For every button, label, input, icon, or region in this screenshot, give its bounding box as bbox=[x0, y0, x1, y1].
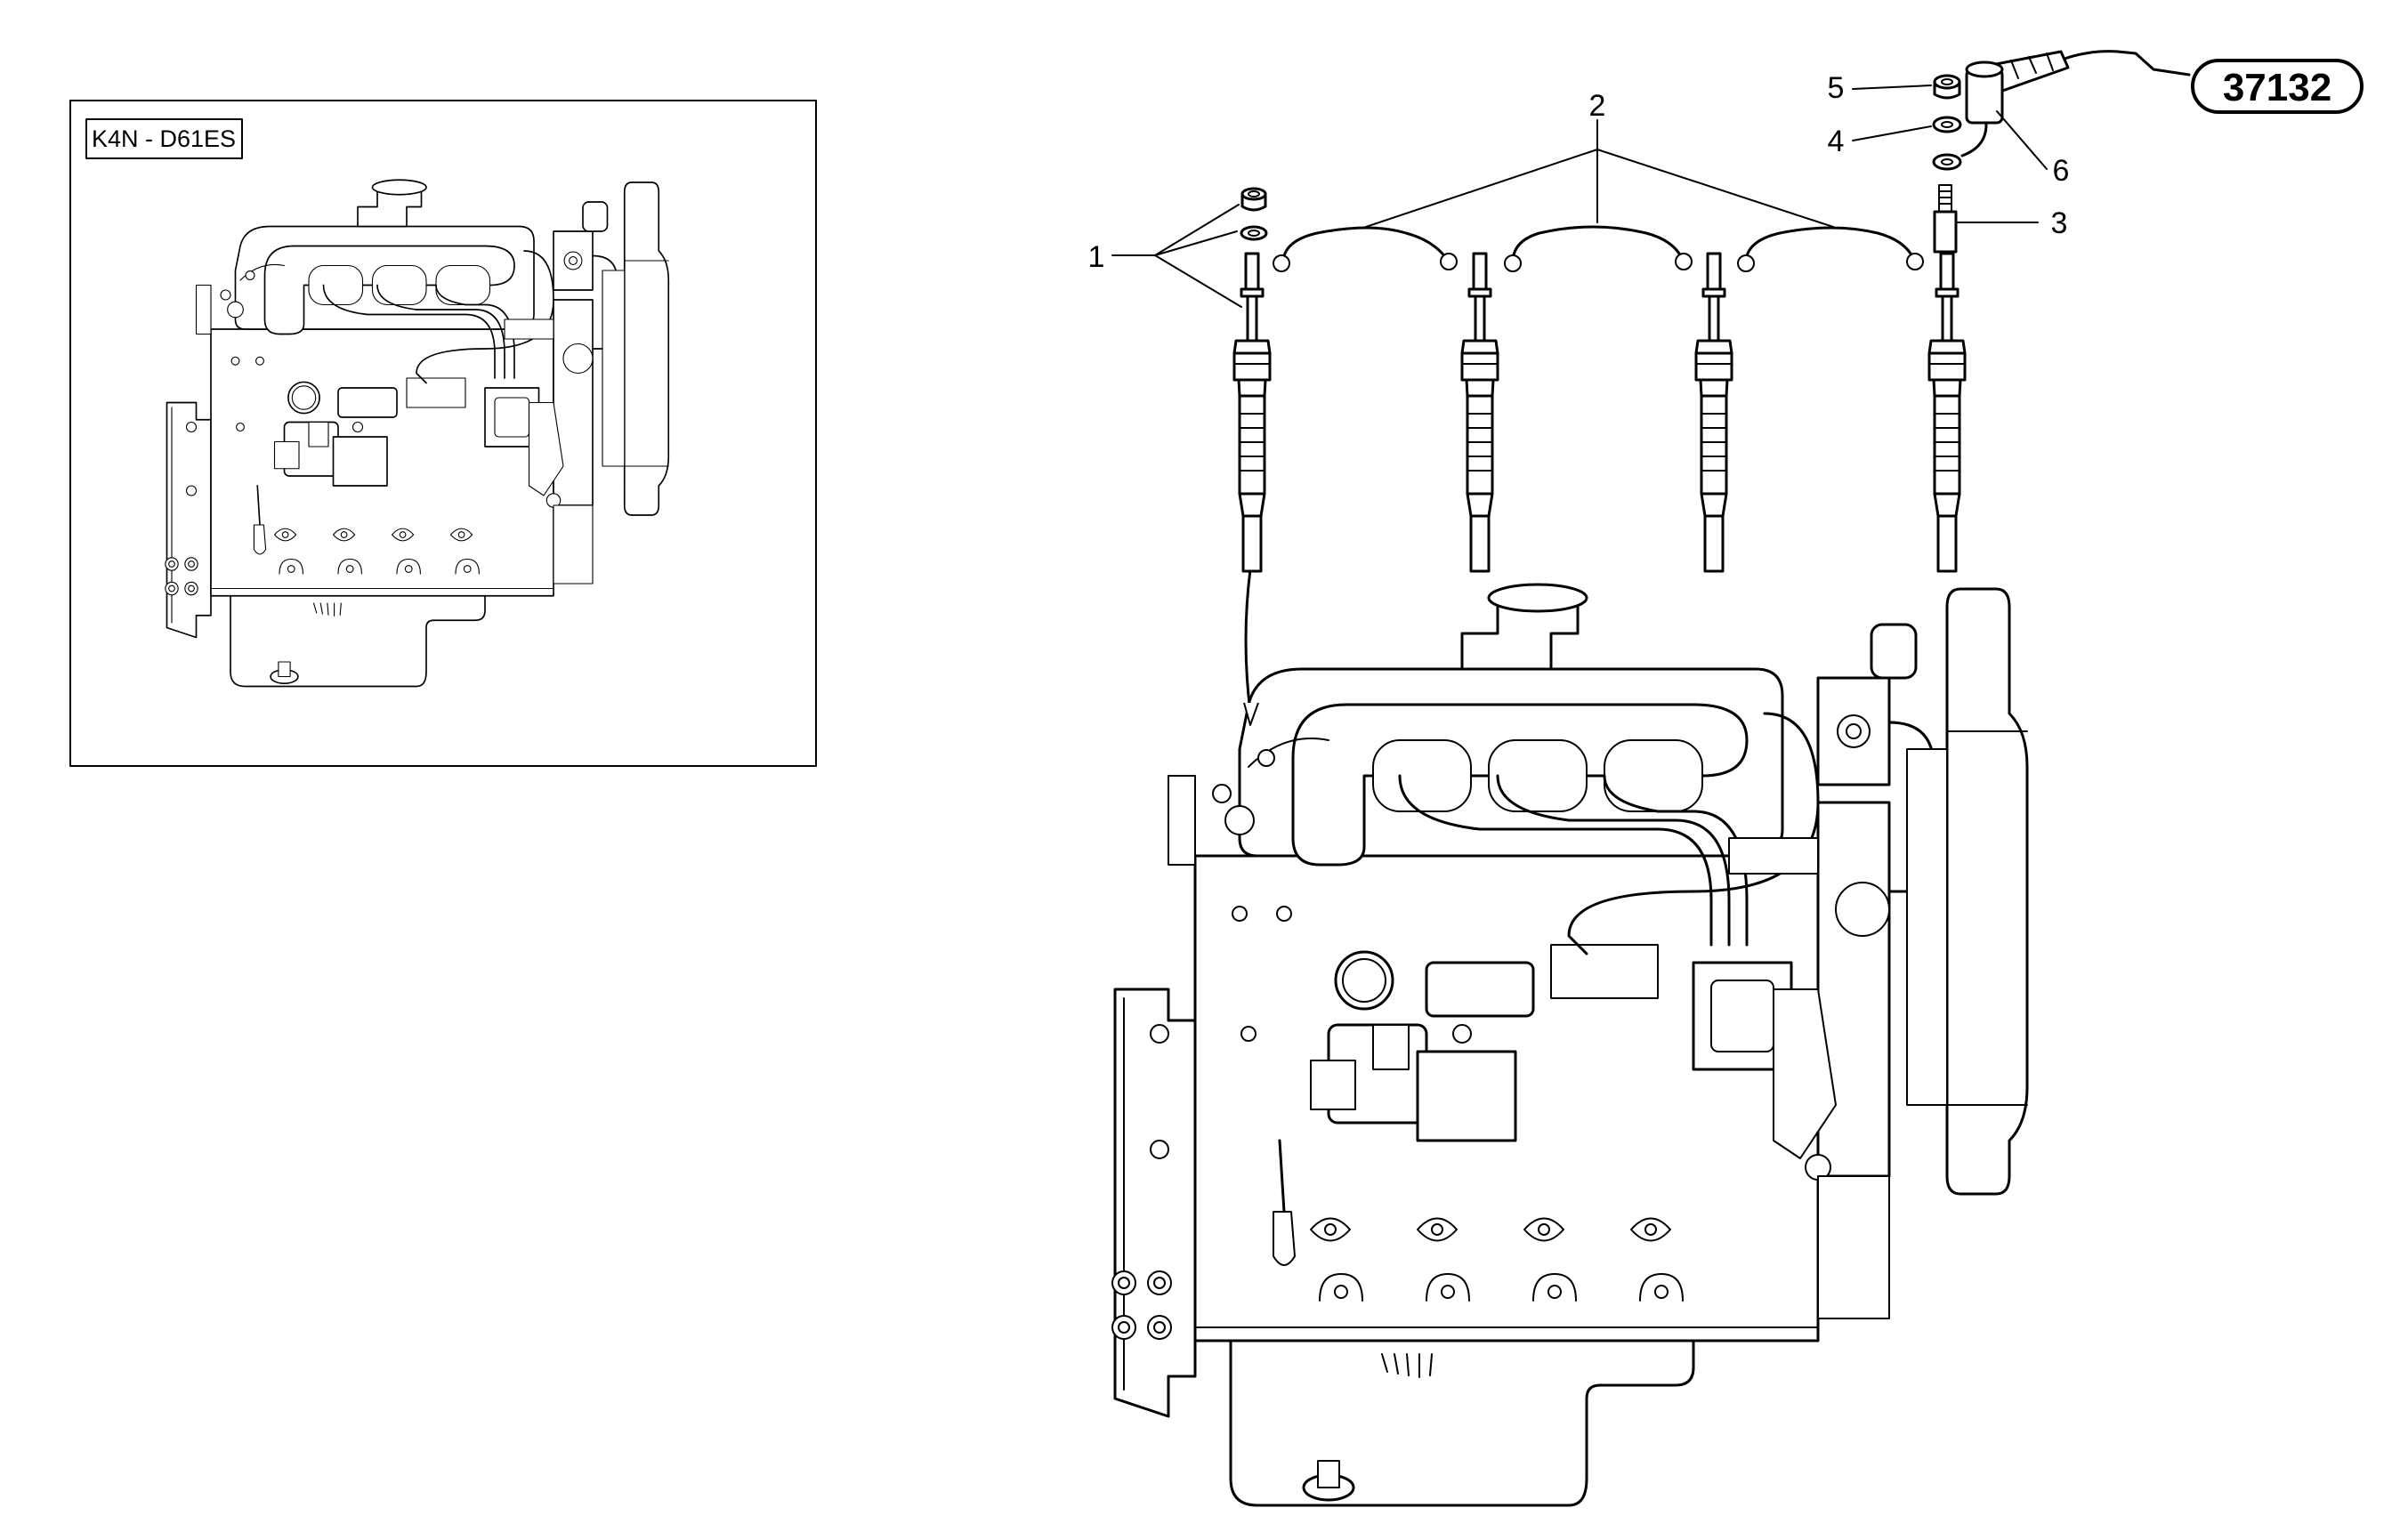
install-location-arrowhead bbox=[1243, 702, 1259, 726]
glow-plug-set bbox=[1232, 252, 1967, 573]
callout-6: 6 bbox=[2053, 154, 2070, 188]
callout-leaders bbox=[1111, 85, 2048, 308]
connecting-cable bbox=[1744, 226, 1915, 262]
nut-part bbox=[1933, 74, 1961, 100]
glow-plug bbox=[1232, 252, 1272, 573]
connecting-cable bbox=[1281, 226, 1448, 262]
callout-2: 2 bbox=[1589, 89, 1606, 123]
inset-label: K4N - D61ES bbox=[92, 125, 236, 152]
callout-1: 1 bbox=[1088, 240, 1105, 274]
supply-cable bbox=[1960, 50, 2191, 157]
connecting-cable-set bbox=[1273, 225, 1924, 272]
inset-label-box bbox=[85, 118, 243, 159]
install-location-leader bbox=[1244, 568, 1252, 714]
callout-5: 5 bbox=[1828, 71, 1845, 105]
washer-part bbox=[1932, 116, 1962, 133]
callout-4: 4 bbox=[1828, 125, 1845, 158]
glow-plug bbox=[1460, 252, 1499, 573]
glow-plug-washer bbox=[1240, 225, 1268, 241]
glow-plug bbox=[1694, 252, 1733, 573]
reference-badge: 37132 bbox=[2191, 59, 2364, 114]
glow-plug-nut bbox=[1240, 187, 1267, 212]
terminal-stud bbox=[1933, 184, 1958, 254]
connecting-cable bbox=[1511, 225, 1684, 262]
ring-terminal bbox=[1932, 153, 1962, 171]
callout-3: 3 bbox=[2051, 206, 2068, 240]
inset-panel: K4N - D61ES bbox=[69, 100, 817, 767]
glow-plug bbox=[1927, 252, 1967, 573]
reference-code: 37132 bbox=[2223, 66, 2331, 109]
